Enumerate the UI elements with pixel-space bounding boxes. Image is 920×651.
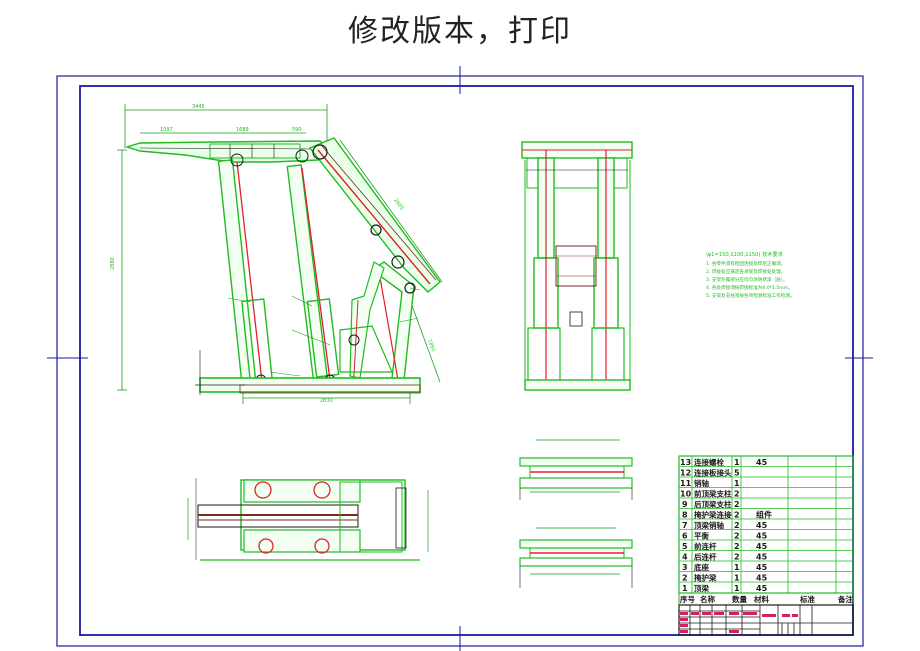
outer-border xyxy=(56,75,864,647)
page-title: 修改版本，打印 xyxy=(348,14,572,49)
bom-header-no: 序号 xyxy=(680,594,695,604)
bom-qty: 1 xyxy=(734,574,740,583)
bom-name: 掩护梁连接 xyxy=(694,510,732,520)
bom-qty: 2 xyxy=(734,542,740,551)
bom-material: 45 xyxy=(756,563,768,572)
bom-no: 4 xyxy=(682,553,688,562)
bom-no: 1 xyxy=(682,584,688,593)
bom-name: 顶梁销轴 xyxy=(694,520,724,530)
notes-line-3: 3. 支架外露部分应均匀涂防锈漆（层）。 xyxy=(706,276,788,283)
bom-header-material: 材料 xyxy=(754,594,769,604)
bom-header-name: 名称 xyxy=(700,594,715,604)
title-block xyxy=(678,604,854,636)
svg-text:1689: 1689 xyxy=(236,127,249,133)
bom-qty: 1 xyxy=(734,458,740,467)
bom-qty: 2 xyxy=(734,521,740,530)
centering-marks xyxy=(47,66,873,651)
inner-border xyxy=(79,85,854,636)
bom-material: 45 xyxy=(756,542,768,551)
front-view-support xyxy=(521,141,633,391)
bom-no: 11 xyxy=(680,479,692,488)
bom-no: 3 xyxy=(682,563,688,572)
bom-material: 45 xyxy=(756,532,768,541)
bom-no: 8 xyxy=(682,511,688,520)
bom-qty: 2 xyxy=(734,511,740,520)
bom-no: 13 xyxy=(680,458,691,467)
bom-no: 10 xyxy=(680,490,692,499)
bom-qty: 2 xyxy=(734,532,740,541)
bom-name: 前连杆 xyxy=(694,541,717,551)
svg-text:590: 590 xyxy=(292,127,302,133)
svg-text:2830: 2830 xyxy=(320,398,333,404)
bom-header-qty: 数量 xyxy=(732,594,747,604)
bom-name: 销轴 xyxy=(694,478,709,488)
bom-no: 5 xyxy=(682,542,688,551)
notes-header: \φ1=150,1100,1150) 技术要求 xyxy=(706,250,784,258)
side-view-support: 3445 1097 1689 590 2880 2830 2605 1850 xyxy=(110,104,443,404)
svg-text:2605: 2605 xyxy=(392,198,404,212)
notes-line-4: 4. 各处焊接须按焊接标准为6.0*1.5mm。 xyxy=(706,284,793,291)
bom-qty: 1 xyxy=(734,479,740,488)
bom-no: 9 xyxy=(682,500,688,509)
bom-material: 组件 xyxy=(756,510,772,520)
bom-table: 13 12 11 10 9 8 7 6 5 4 3 2 1 连接螺栓 连接板接头… xyxy=(678,455,854,606)
bom-header-standard: 标准 xyxy=(799,594,815,604)
notes-line-5: 5. 支架及支柱须按各项检测标准工作检测。 xyxy=(706,292,795,299)
top-view-base xyxy=(187,478,429,561)
svg-text:1850: 1850 xyxy=(426,339,436,353)
bom-no: 2 xyxy=(682,574,688,583)
bom-material: 45 xyxy=(756,458,768,467)
bom-no: 6 xyxy=(682,532,688,541)
bom-no: 7 xyxy=(682,521,688,530)
bom-qty: 2 xyxy=(734,500,740,509)
bom-name: 连接板接头 xyxy=(694,468,732,478)
bom-name: 连接螺栓 xyxy=(694,457,724,467)
bom-name: 后连杆 xyxy=(694,552,717,562)
section-view-a xyxy=(519,439,633,500)
svg-text:3445: 3445 xyxy=(192,104,205,110)
bom-header-remark: 备注 xyxy=(837,594,853,604)
notes-line-2: 2. 焊接处应满足各承受及焊接处处理。 xyxy=(706,268,785,275)
notes-line-1: 1. 各零件须有稳固连接及焊后正确调。 xyxy=(706,260,785,267)
bom-material: 45 xyxy=(756,521,768,530)
section-view-b xyxy=(519,527,633,588)
bom-name: 后顶梁支柱 xyxy=(694,499,732,509)
bom-material: 45 xyxy=(756,584,768,593)
bom-no: 12 xyxy=(680,469,691,478)
bom-material: 45 xyxy=(756,553,768,562)
bom-name: 顶梁 xyxy=(694,583,709,593)
technical-notes: \φ1=150,1100,1150) 技术要求 1. 各零件须有稳固连接及焊后正… xyxy=(706,250,795,299)
bom-name: 掩护梁 xyxy=(694,573,717,583)
bom-name: 平衡 xyxy=(694,531,709,541)
bom-name: 底座 xyxy=(694,562,709,572)
bom-qty: 2 xyxy=(734,490,740,499)
bom-qty: 5 xyxy=(734,469,740,478)
svg-text:2880: 2880 xyxy=(110,257,116,270)
bom-qty: 2 xyxy=(734,553,740,562)
bom-qty: 1 xyxy=(734,584,740,593)
title-block-marks xyxy=(680,612,798,633)
bom-name: 前顶梁支柱 xyxy=(694,489,732,499)
bom-material: 45 xyxy=(756,574,768,583)
bom-qty: 1 xyxy=(734,563,740,572)
svg-text:1097: 1097 xyxy=(160,127,173,133)
